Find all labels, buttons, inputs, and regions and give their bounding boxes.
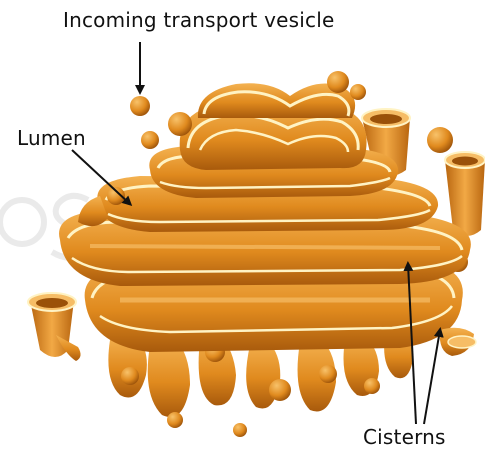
- lumen-label: Lumen: [17, 128, 86, 148]
- cisterns-label: Cisterns: [363, 427, 446, 447]
- cisterns-arrow-2: [424, 330, 440, 424]
- cisterna-top-arch: [180, 83, 367, 170]
- incoming-vesicle-label: Incoming transport vesicle: [63, 10, 335, 30]
- left-tubule: [28, 293, 81, 361]
